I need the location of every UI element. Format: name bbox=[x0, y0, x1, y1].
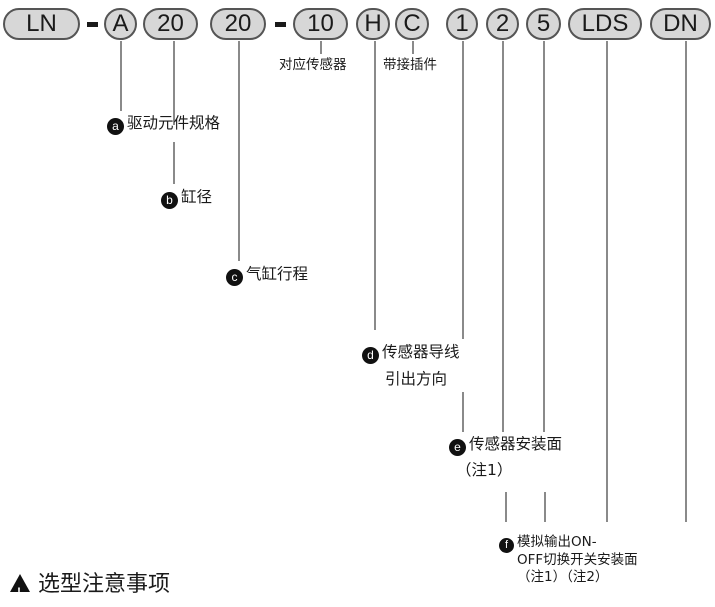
leader-line-e bbox=[462, 41, 464, 339]
badge-c-icon: c bbox=[226, 269, 243, 286]
badge-a-icon: a bbox=[107, 118, 124, 135]
title-text: 选型注意事项 bbox=[38, 572, 171, 597]
callout-f-line2: OFF切换开关安装面 bbox=[517, 552, 638, 568]
callout-a-text: 驱动元件规格 bbox=[127, 114, 221, 132]
callout-e-line1: 传感器安装面 bbox=[469, 435, 563, 453]
badge-d-icon: d bbox=[362, 347, 379, 364]
separator-dash bbox=[87, 22, 98, 27]
warning-icon bbox=[10, 574, 30, 607]
selection-notes-title: 选型注意事项 bbox=[10, 570, 171, 607]
callout-f-line1: 模拟输出ON- bbox=[517, 534, 597, 550]
callout-e-line2: （注1） bbox=[456, 461, 513, 479]
code-segment-bore: 20 bbox=[143, 8, 198, 40]
leader-line-f bbox=[544, 492, 546, 522]
leader-line-b bbox=[173, 142, 175, 184]
code-segment-ln: LN bbox=[3, 8, 80, 40]
note-sensor: 对应传感器 bbox=[279, 57, 347, 73]
code-segment-stroke: 20 bbox=[210, 8, 266, 40]
leader-line-e bbox=[502, 41, 504, 432]
code-segment-lead-direction: H bbox=[356, 8, 390, 40]
code-segment-switch-face: 5 bbox=[526, 8, 561, 40]
leader-line-f bbox=[685, 41, 687, 522]
callout-c-text: 气缸行程 bbox=[246, 265, 309, 283]
badge-f-icon: f bbox=[499, 538, 514, 553]
leader-line-e bbox=[543, 41, 545, 432]
code-segment-sensor: 10 bbox=[293, 8, 348, 40]
callout-d-line2: 引出方向 bbox=[385, 370, 448, 388]
note-connector: 带接插件 bbox=[383, 57, 437, 73]
code-segment-dn: DN bbox=[650, 8, 711, 40]
leader-line bbox=[412, 41, 414, 54]
code-segment-sensor-face: 2 bbox=[486, 8, 519, 40]
callout-b-text: 缸径 bbox=[181, 188, 213, 206]
code-segment-connector: C bbox=[395, 8, 429, 40]
badge-b-icon: b bbox=[161, 192, 178, 209]
callout-d-line1: 传感器导线 bbox=[382, 343, 460, 361]
leader-line-b bbox=[173, 41, 175, 125]
leader-line-a bbox=[120, 41, 122, 111]
separator-dash bbox=[275, 22, 286, 27]
badge-e-icon: e bbox=[449, 439, 466, 456]
leader-line-c bbox=[238, 41, 240, 261]
code-segment-lds: LDS bbox=[568, 8, 642, 40]
leader-line-f bbox=[505, 492, 507, 522]
leader-line-d bbox=[374, 41, 376, 330]
code-segment-a: A bbox=[104, 8, 137, 40]
leader-line-f bbox=[606, 41, 608, 522]
leader-line bbox=[320, 41, 322, 54]
code-segment-lead-exit: 1 bbox=[446, 8, 478, 40]
leader-line-e bbox=[462, 392, 464, 432]
callout-f-line3: （注1）（注2） bbox=[517, 569, 609, 585]
